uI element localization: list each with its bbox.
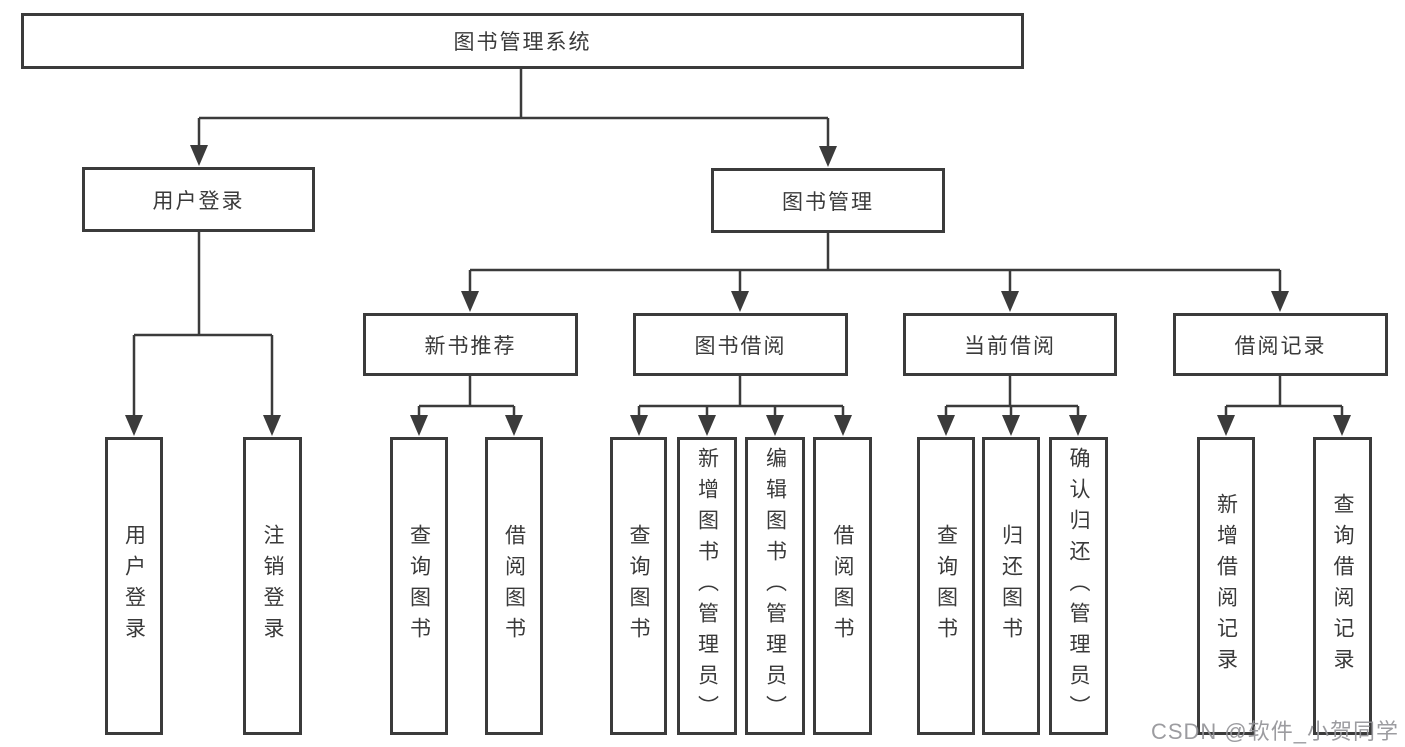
node-label: 注销登录 [261, 524, 284, 648]
node-label: 用户登录 [152, 189, 245, 213]
node-label: 借阅记录 [1234, 334, 1327, 358]
node-label: 图书管理系统 [453, 31, 592, 54]
node-label: 确认归还（管理员） [1067, 446, 1090, 726]
node-label: 编辑图书（管理员） [763, 446, 787, 726]
leaf-user-login: 用户登录 [105, 437, 163, 735]
node-label: 新书推荐 [424, 334, 517, 358]
leaf-confirm-return-admin: 确认归还（管理员） [1049, 437, 1108, 735]
node-label: 图书管理 [782, 190, 874, 214]
leaf-query-borrow-record: 查询借阅记录 [1313, 437, 1372, 735]
csdn-watermark: CSDN @软件_小贺同学 [1150, 719, 1399, 744]
node-label: 用户登录 [122, 524, 146, 648]
node-label: 借阅图书 [502, 524, 526, 648]
node-borrow-records: 借阅记录 [1173, 313, 1388, 376]
node-label: 借阅图书 [831, 524, 854, 648]
node-current-borrowing: 当前借阅 [903, 313, 1117, 376]
node-book-management: 图书管理 [711, 168, 945, 233]
node-root-system: 图书管理系统 [21, 13, 1024, 69]
node-new-book-recommend: 新书推荐 [363, 313, 578, 376]
leaf-borrow-book-recommend: 借阅图书 [485, 437, 543, 735]
leaf-logout: 注销登录 [243, 437, 302, 735]
leaf-add-borrow-record: 新增借阅记录 [1197, 437, 1255, 735]
node-book-borrowing: 图书借阅 [633, 313, 848, 376]
node-label: 查询图书 [627, 524, 650, 648]
node-label: 当前借阅 [964, 334, 1056, 358]
leaf-add-book-admin: 新增图书（管理员） [677, 437, 737, 735]
leaf-query-book-recommend: 查询图书 [390, 437, 448, 735]
leaf-return-book: 归还图书 [982, 437, 1040, 735]
leaf-query-book-borrowing: 查询图书 [610, 437, 667, 735]
leaf-edit-book-admin: 编辑图书（管理员） [745, 437, 805, 735]
leaf-query-book-current: 查询图书 [917, 437, 975, 735]
node-user-login: 用户登录 [82, 167, 315, 232]
node-label: 新增图书（管理员） [695, 446, 719, 726]
node-label: 查询借阅记录 [1331, 493, 1354, 679]
node-label: 查询图书 [407, 524, 431, 648]
node-label: 图书借阅 [694, 334, 787, 358]
node-label: 新增借阅记录 [1214, 493, 1238, 679]
connector-edges [125, 69, 1351, 436]
leaf-borrow-book: 借阅图书 [813, 437, 872, 735]
node-label: 归还图书 [999, 524, 1023, 648]
node-label: 查询图书 [934, 524, 958, 648]
